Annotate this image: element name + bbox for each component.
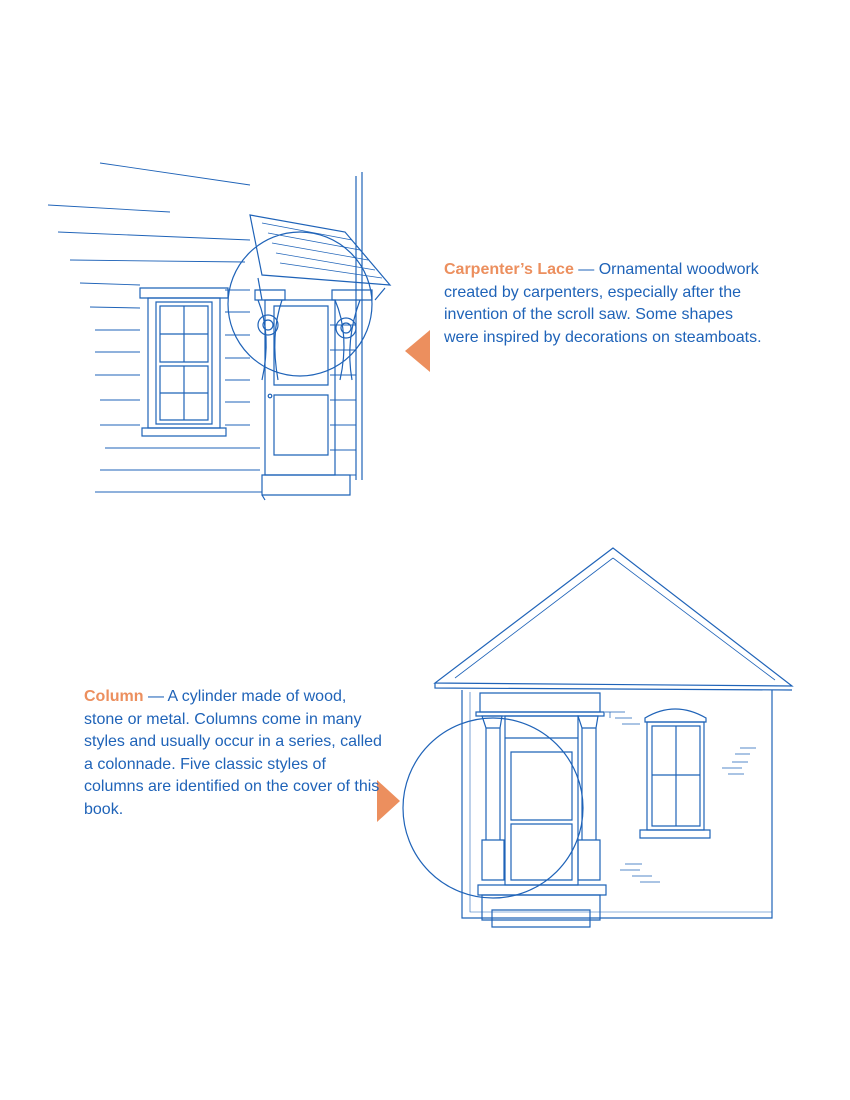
column-term: Column <box>84 688 144 705</box>
carpenters-lace-entry: Carpenter’s Lace — Ornamental woodwork c… <box>444 259 764 349</box>
porch-entablature <box>475 692 605 717</box>
window-2 <box>639 708 711 839</box>
carpenters-lace-brackets <box>254 289 373 381</box>
detail-circle <box>402 717 584 899</box>
carpenters-lace-illustration <box>47 162 392 501</box>
downspout <box>355 172 363 480</box>
window-1 <box>139 287 229 437</box>
column-illustration <box>402 547 794 928</box>
carpenters-lace-term: Carpenter’s Lace <box>444 261 574 278</box>
clapboard-lines <box>47 162 356 493</box>
carpenters-lace-definition: — Ornamental woodwork created by carpent… <box>444 261 762 346</box>
door-step <box>261 474 351 501</box>
column-definition: — A cylinder made of wood, stone or meta… <box>84 688 382 818</box>
porch-steps <box>477 884 607 928</box>
column-entry: Column — A cylinder made of wood, stone … <box>84 686 384 821</box>
right-pointer-arrow <box>377 780 400 822</box>
detail-circle <box>227 231 373 377</box>
door-hood-roof <box>249 214 392 301</box>
gable-roof <box>433 547 794 691</box>
right-column <box>577 715 601 881</box>
left-column <box>481 715 505 881</box>
brick-marks <box>605 711 756 883</box>
house-walls <box>461 690 773 919</box>
left-pointer-arrow <box>405 330 430 372</box>
